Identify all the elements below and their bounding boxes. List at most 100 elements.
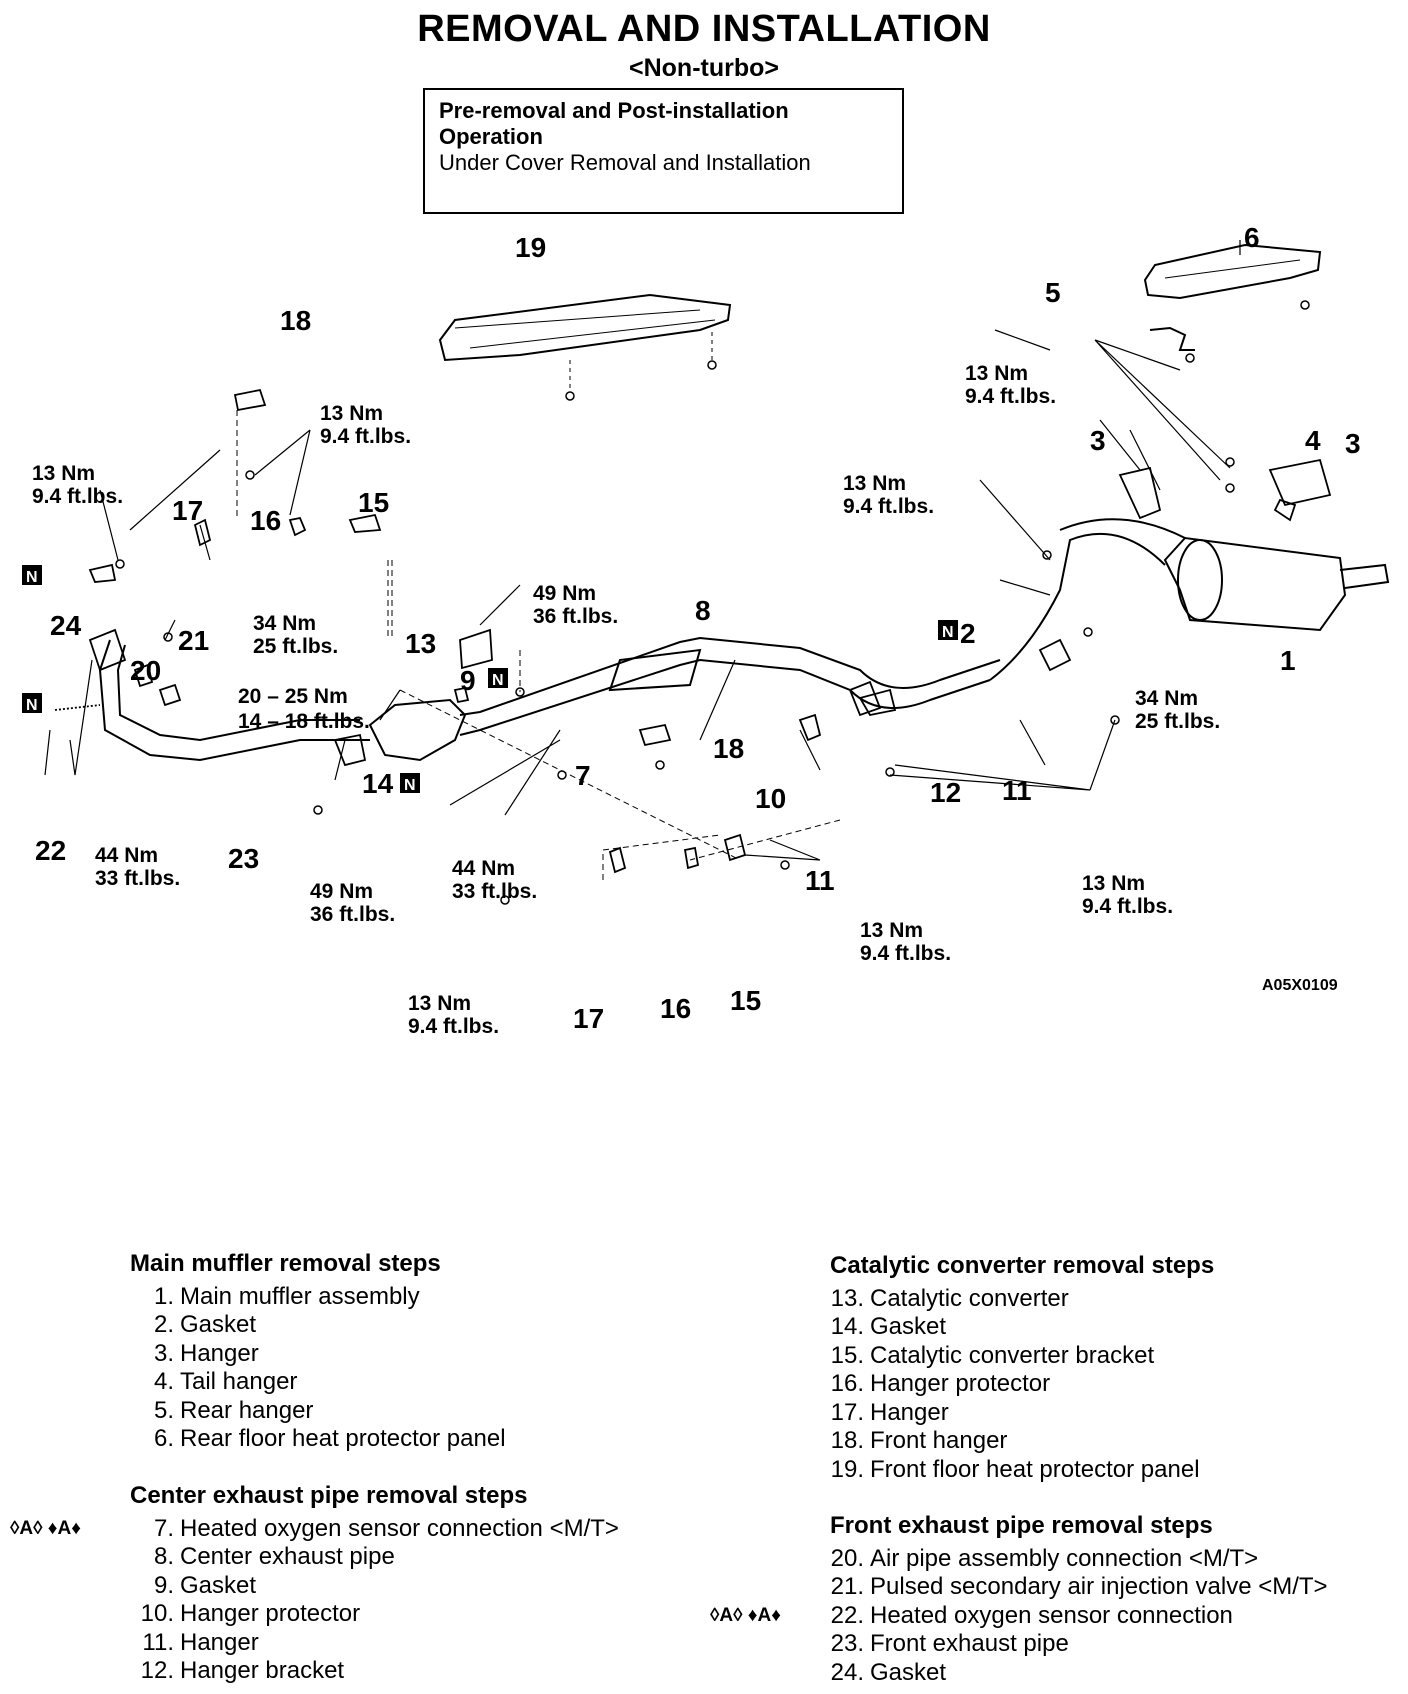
part-number-18a: 18 xyxy=(280,305,311,336)
rear-pipe xyxy=(989,532,1166,681)
svg-text:13 Nm: 13 Nm xyxy=(860,919,923,942)
part-number-15b: 15 xyxy=(730,985,761,1016)
catalytic-converter xyxy=(368,698,467,762)
front-heat-protector-panel xyxy=(438,293,732,362)
pre-box-line3: Under Cover Removal and Installation xyxy=(439,150,811,175)
part-number-19: 19 xyxy=(515,232,546,263)
svg-text:20 – 25 Nm: 20 – 25 Nm xyxy=(238,685,348,708)
part-number-9: 9 xyxy=(460,665,476,696)
part-number-6: 6 xyxy=(1244,222,1260,253)
step-item: 15.Catalytic converter bracket xyxy=(830,1341,1155,1369)
catalytic-steps: Catalytic converter removal steps 13.Cat… xyxy=(820,1252,1214,1484)
svg-text:44 Nm: 44 Nm xyxy=(95,844,158,867)
pre-box-line1: Pre-removal and Post-installation xyxy=(439,98,789,123)
svg-text:13 Nm: 13 Nm xyxy=(320,402,383,425)
svg-text:9.4 ft.lbs.: 9.4 ft.lbs. xyxy=(32,485,123,508)
part-numbers: 1 2 3 3 4 5 6 7 8 9 10 11 11 12 13 14 15… xyxy=(35,222,1361,1034)
part-number-10: 10 xyxy=(755,783,786,814)
part-number-12: 12 xyxy=(930,777,961,808)
svg-text:9.4 ft.lbs.: 9.4 ft.lbs. xyxy=(408,1015,499,1038)
step-item: 10.Hanger protector xyxy=(140,1600,361,1627)
step-item: 14.Gasket xyxy=(830,1313,947,1340)
svg-text:9.4 ft.lbs.: 9.4 ft.lbs. xyxy=(320,425,411,448)
svg-text:33 ft.lbs.: 33 ft.lbs. xyxy=(452,880,537,903)
step-item: 3.Hanger xyxy=(153,1339,259,1367)
svg-text:13 Nm: 13 Nm xyxy=(965,362,1028,385)
step-item: 4.Tail hanger xyxy=(153,1368,298,1395)
svg-text:13 Nm: 13 Nm xyxy=(32,462,95,485)
torque-labels: 13 Nm 9.4 ft.lbs. 13 Nm 9.4 ft.lbs. 34 N… xyxy=(32,362,1220,1038)
part-number-13: 13 xyxy=(405,628,436,659)
svg-text:N: N xyxy=(492,672,504,689)
part-number-14: 14 xyxy=(362,768,394,799)
svg-text:36 ft.lbs.: 36 ft.lbs. xyxy=(310,903,395,926)
svg-text:9.4 ft.lbs.: 9.4 ft.lbs. xyxy=(860,942,951,965)
step-item: 16.Hanger protector xyxy=(830,1370,1051,1397)
step-item: 13.Catalytic converter xyxy=(830,1284,1069,1312)
service-mark: ◊A◊ ♦A♦ xyxy=(10,1517,81,1539)
part-number-20: 20 xyxy=(130,655,161,686)
part-number-4: 4 xyxy=(1305,425,1321,456)
step-item: 5.Rear hanger xyxy=(153,1396,314,1424)
part-number-8: 8 xyxy=(695,595,711,626)
svg-text:N: N xyxy=(404,777,416,794)
svg-text:9.4 ft.lbs.: 9.4 ft.lbs. xyxy=(965,385,1056,408)
steps-heading: Center exhaust pipe removal steps xyxy=(130,1482,528,1509)
part-number-11b: 11 xyxy=(805,865,835,896)
svg-text:44 Nm: 44 Nm xyxy=(452,857,515,880)
center-exhaust-pipe xyxy=(459,658,991,736)
part-number-23: 23 xyxy=(228,843,259,874)
svg-text:34 Nm: 34 Nm xyxy=(1135,687,1198,710)
svg-text:9.4 ft.lbs.: 9.4 ft.lbs. xyxy=(843,495,934,518)
svg-text:49 Nm: 49 Nm xyxy=(310,880,373,903)
svg-text:N: N xyxy=(942,624,954,641)
step-item: 9.Gasket xyxy=(153,1571,257,1599)
page-subtitle: <Non-turbo> xyxy=(629,54,779,82)
step-item: ◊A◊ ♦A♦22.Heated oxygen sensor connectio… xyxy=(710,1601,1233,1629)
part-number-18b: 18 xyxy=(713,733,744,764)
part-number-3a: 3 xyxy=(1090,425,1106,456)
step-item: ◊A◊ ♦A♦7.Heated oxygen sensor connection… xyxy=(10,1514,619,1542)
part-number-16a: 16 xyxy=(250,505,281,536)
svg-text:25 ft.lbs.: 25 ft.lbs. xyxy=(1135,710,1220,733)
steps-heading: Catalytic converter removal steps xyxy=(830,1252,1215,1279)
step-item: 1.Main muffler assembly xyxy=(153,1282,420,1310)
steps-heading: Front exhaust pipe removal steps xyxy=(830,1512,1213,1539)
part-number-21: 21 xyxy=(178,625,209,656)
main-muffler-steps: Main muffler removal steps 1.Main muffle… xyxy=(130,1250,506,1454)
front-pipe-steps: Front exhaust pipe removal steps 20.Air … xyxy=(710,1512,1328,1687)
step-item: 21.Pulsed secondary air injection valve … xyxy=(830,1573,1328,1600)
svg-text:13 Nm: 13 Nm xyxy=(408,992,471,1015)
svg-text:49 Nm: 49 Nm xyxy=(533,582,596,605)
step-item: 17.Hanger xyxy=(830,1398,949,1426)
part-number-11a: 11 xyxy=(1002,775,1032,806)
step-item: 23.Front exhaust pipe xyxy=(830,1630,1069,1657)
part-number-7: 7 xyxy=(575,760,591,791)
part-number-3b: 3 xyxy=(1345,428,1361,459)
part-number-15a: 15 xyxy=(358,487,389,518)
part-number-16b: 16 xyxy=(660,993,691,1024)
svg-text:N: N xyxy=(26,569,38,586)
figure-code: A05X0109 xyxy=(1262,977,1338,994)
exhaust-system-diagram: N N N N N 1 2 3 3 4 5 6 7 8 9 10 11 11 1… xyxy=(22,222,1390,1038)
step-item: 19.Front floor heat protector panel xyxy=(830,1455,1200,1483)
part-number-17a: 17 xyxy=(172,495,203,526)
svg-text:33 ft.lbs.: 33 ft.lbs. xyxy=(95,867,180,890)
n-marks: N N N N N xyxy=(22,565,958,794)
step-item: 11.Hanger xyxy=(142,1628,259,1656)
rear-heat-protector-panel xyxy=(1143,243,1322,300)
steps-heading: Main muffler removal steps xyxy=(130,1250,441,1277)
part-number-5: 5 xyxy=(1045,277,1061,308)
pre-removal-box: Pre-removal and Post-installation Operat… xyxy=(423,88,904,214)
part-number-22: 22 xyxy=(35,835,66,866)
service-mark: ◊A◊ ♦A♦ xyxy=(710,1604,781,1626)
part-number-2: 2 xyxy=(960,618,976,649)
part-number-1: 1 xyxy=(1280,645,1296,676)
center-pipe-steps: Center exhaust pipe removal steps ◊A◊ ♦A… xyxy=(10,1482,619,1686)
svg-text:13 Nm: 13 Nm xyxy=(843,472,906,495)
svg-text:N: N xyxy=(26,697,38,714)
svg-text:25 ft.lbs.: 25 ft.lbs. xyxy=(253,635,338,658)
part-number-17b: 17 xyxy=(573,1003,604,1034)
page-title: REMOVAL AND INSTALLATION xyxy=(417,8,991,50)
svg-text:9.4 ft.lbs.: 9.4 ft.lbs. xyxy=(1082,895,1173,918)
